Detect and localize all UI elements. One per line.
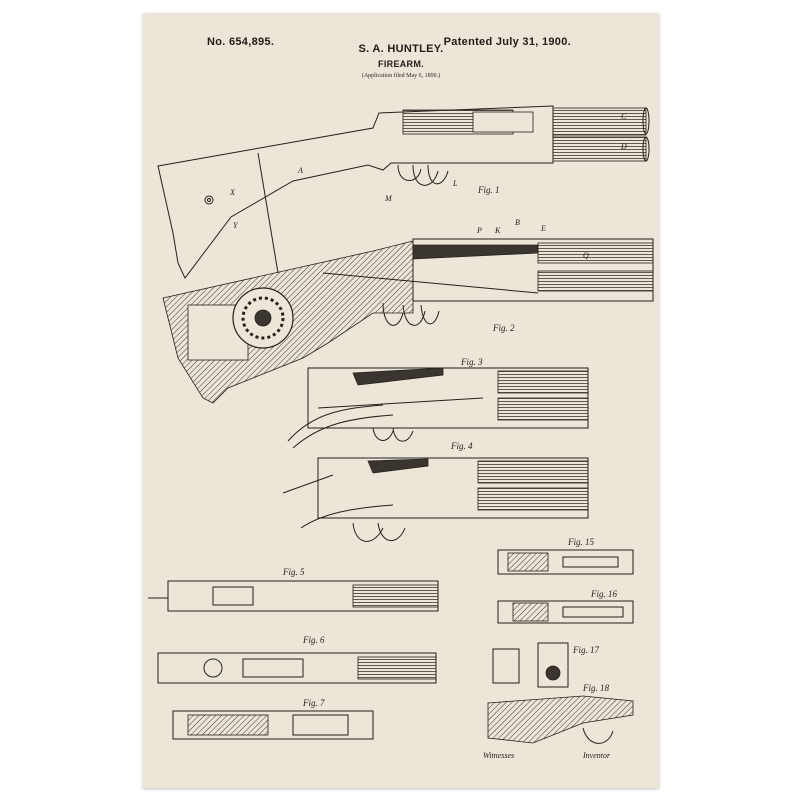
fig5-label: Fig. 5 bbox=[282, 567, 305, 577]
label-C: C bbox=[621, 112, 627, 121]
fig4-label: Fig. 4 bbox=[450, 441, 473, 451]
inventor-name: S. A. HUNTLEY. bbox=[358, 43, 444, 55]
fig7-label: Fig. 7 bbox=[302, 698, 325, 708]
label-E: E bbox=[540, 224, 546, 233]
inventor-label: Inventor bbox=[582, 751, 611, 760]
fig15-label: Fig. 15 bbox=[567, 537, 594, 547]
patent-drawing: Fig. 1 A X Y M L C D Fig. 2 B E K P Q bbox=[148, 105, 654, 760]
witnesses-label: Witnesses bbox=[483, 751, 514, 760]
figure-7-drawing bbox=[172, 710, 374, 740]
fig6-label: Fig. 6 bbox=[302, 635, 325, 645]
fig3-label: Fig. 3 bbox=[460, 357, 483, 367]
invention-title: FIREARM. bbox=[378, 59, 424, 69]
fig16-label: Fig. 16 bbox=[590, 589, 617, 599]
figure-2-drawing bbox=[162, 238, 654, 404]
label-Q: Q bbox=[583, 251, 589, 260]
figure-1-drawing bbox=[157, 105, 650, 279]
figure-18-drawing bbox=[487, 695, 634, 744]
label-D: D bbox=[620, 142, 627, 151]
figure-4-drawing bbox=[282, 457, 589, 542]
label-K: K bbox=[494, 226, 501, 235]
label-L: L bbox=[452, 179, 458, 188]
patent-poster: No. 654,895. Patented July 31, 1900. S. … bbox=[143, 13, 659, 788]
figure-17-drawing bbox=[492, 642, 569, 688]
application-note: (Application filed May 6, 1899.) bbox=[361, 73, 441, 79]
fig17-label: Fig. 17 bbox=[572, 645, 599, 655]
figure-5-drawing bbox=[148, 580, 439, 612]
fig18-label: Fig. 18 bbox=[582, 683, 609, 693]
patent-number: No. 654,895. bbox=[207, 36, 275, 48]
label-P: P bbox=[476, 226, 482, 235]
label-X: X bbox=[229, 188, 236, 197]
figure-3-drawing bbox=[287, 367, 589, 449]
patent-date: Patented July 31, 1900. bbox=[443, 36, 571, 48]
figure-16-drawing bbox=[497, 600, 634, 624]
fig2-label: Fig. 2 bbox=[492, 323, 515, 333]
label-B: B bbox=[515, 218, 520, 227]
label-Y: Y bbox=[233, 221, 239, 230]
figure-6-drawing bbox=[157, 652, 437, 684]
fig1-label: Fig. 1 bbox=[477, 185, 500, 195]
figure-15-drawing bbox=[497, 549, 634, 575]
label-M: M bbox=[384, 194, 393, 203]
label-A: A bbox=[297, 166, 303, 175]
